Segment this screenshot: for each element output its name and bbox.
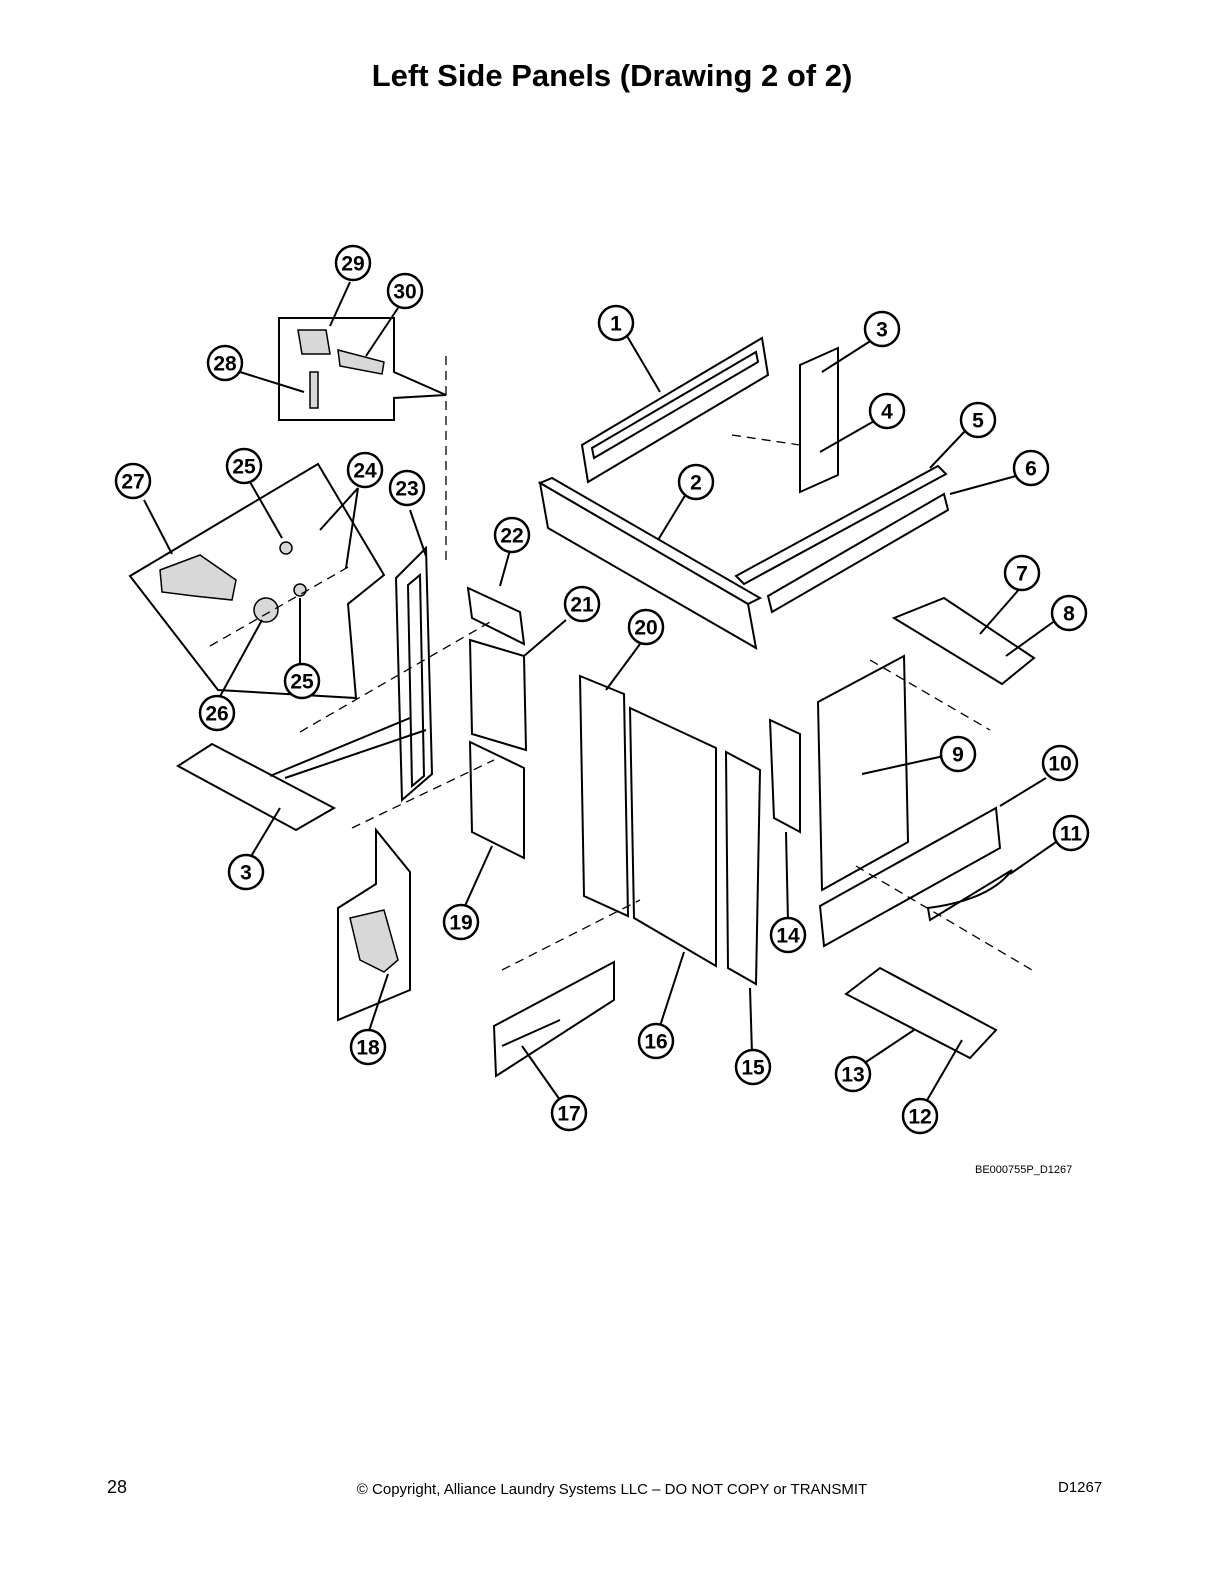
svg-text:4: 4 [881,401,893,424]
svg-text:15: 15 [741,1057,765,1080]
callout-5: 5 [959,401,997,439]
svg-text:29: 29 [341,253,364,276]
svg-text:3: 3 [876,319,888,342]
callout-26: 26 [198,694,236,732]
svg-text:27: 27 [121,471,144,494]
callout-2: 2 [677,463,715,501]
cover-11 [926,869,1013,922]
fastener-box-3-4 [731,346,839,494]
svg-text:19: 19 [449,912,472,935]
callout-13: 13 [834,1055,872,1093]
callout-22: 22 [493,516,531,554]
callout-8: 8 [1050,594,1088,632]
svg-text:14: 14 [776,925,800,948]
callout-15: 15 [734,1048,772,1086]
svg-text:1: 1 [610,313,622,336]
svg-text:5: 5 [972,410,984,433]
svg-text:7: 7 [1016,563,1028,586]
callout-21: 21 [563,585,601,623]
callout-12: 12 [901,1097,939,1135]
svg-text:11: 11 [1060,823,1083,846]
callout-19: 19 [442,903,480,941]
svg-text:28: 28 [213,353,237,376]
frame-23 [394,545,434,803]
svg-text:6: 6 [1025,458,1037,481]
callout-16: 16 [637,1022,675,1060]
handle-box-24-25-26-27 [128,462,386,700]
svg-text:3: 3 [240,862,252,885]
panel-19 [468,740,525,860]
document-code: D1267 [1058,1479,1103,1496]
page-number: 28 [107,1477,128,1497]
callout-3b: 3 [227,853,265,891]
callout-1: 1 [597,304,635,342]
callout-25: 25 [225,447,263,485]
svg-text:25: 25 [290,671,314,694]
svg-text:17: 17 [557,1103,580,1126]
svg-text:9: 9 [952,744,964,767]
callout-30: 30 [386,272,424,310]
svg-text:18: 18 [356,1037,380,1060]
svg-text:21: 21 [570,594,594,617]
callout-17: 17 [550,1094,588,1132]
strip-10 [818,806,1002,948]
callout-4: 4 [868,392,906,430]
panel-21 [468,638,528,752]
callout-24: 24 [346,451,384,489]
callout-23: 23 [388,469,426,507]
svg-text:10: 10 [1048,753,1071,776]
strip-6 [766,492,950,614]
svg-text:8: 8 [1063,603,1075,626]
svg-text:26: 26 [205,703,228,726]
panel-22 [466,586,526,646]
callout-28: 28 [206,344,244,382]
fastener-box-7-8 [891,596,1036,686]
hinge-box-28-29-30 [278,317,447,421]
latch-box-18 [337,827,411,1022]
callout-18: 18 [349,1028,387,1066]
svg-text:16: 16 [644,1031,667,1054]
svg-text:25: 25 [232,456,256,479]
callout-6: 6 [1012,449,1050,487]
svg-text:2: 2 [690,472,702,495]
drawing-id: BE000755P_D1267 [975,1164,1073,1176]
svg-text:24: 24 [353,460,377,483]
svg-text:12: 12 [908,1106,931,1129]
channel-15 [724,750,762,986]
panel-20 [578,674,630,918]
callout-25b: 25 [283,662,321,700]
svg-text:22: 22 [500,525,523,548]
svg-text:23: 23 [395,478,418,501]
callout-7: 7 [1003,554,1041,592]
leader-lines [143,281,1057,1103]
callout-10: 10 [1041,744,1079,782]
svg-text:13: 13 [841,1064,864,1087]
panel-rail-2 [537,476,763,650]
panel-16 [628,706,717,968]
copyright-notice: © Copyright, Alliance Laundry Systems LL… [356,1481,868,1498]
callout-14: 14 [769,916,807,954]
callout-9: 9 [939,735,977,773]
svg-text:20: 20 [634,617,657,640]
fastener-box-17 [492,960,615,1078]
callout-29: 29 [334,244,372,282]
callout-3: 3 [863,310,901,348]
strip-5 [734,464,948,586]
fastener-box-12-13 [844,966,998,1060]
callout-11: 11 [1052,814,1090,852]
fastener-box-3 [176,717,427,832]
callout-20: 20 [627,608,665,646]
panel-top-rail-1 [580,336,770,484]
page-title: Left Side Panels (Drawing 2 of 2) [371,58,853,93]
svg-text:30: 30 [393,281,416,304]
bracket-14 [768,718,801,834]
callout-27: 27 [114,462,152,500]
